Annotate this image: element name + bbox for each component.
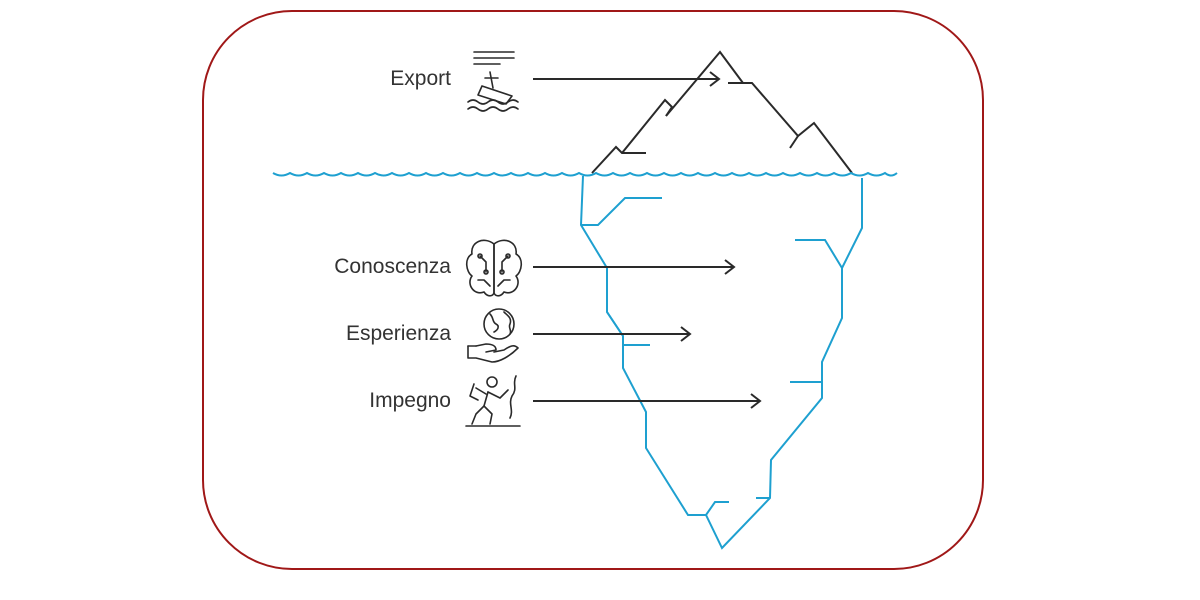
globe-in-hand-icon [467,308,519,363]
level-label-esperienza: Esperienza [345,322,451,345]
diagram-frame [202,10,984,570]
level-label-export: Export [390,67,451,90]
water-line [272,171,898,177]
arrow-esperienza [533,326,692,342]
sinking-ship-icon [467,51,519,112]
iceberg-body [579,175,863,550]
arrows [533,71,762,409]
brain-circuit-icon [465,239,523,297]
arrow-export [533,71,721,87]
arrow-conoscenza [533,259,736,275]
level-label-impegno: Impegno [369,389,451,412]
climber-icon [465,375,521,427]
arrow-impegno [533,393,762,409]
level-label-conoscenza: Conoscenza [334,255,451,278]
iceberg-tip [591,50,853,174]
